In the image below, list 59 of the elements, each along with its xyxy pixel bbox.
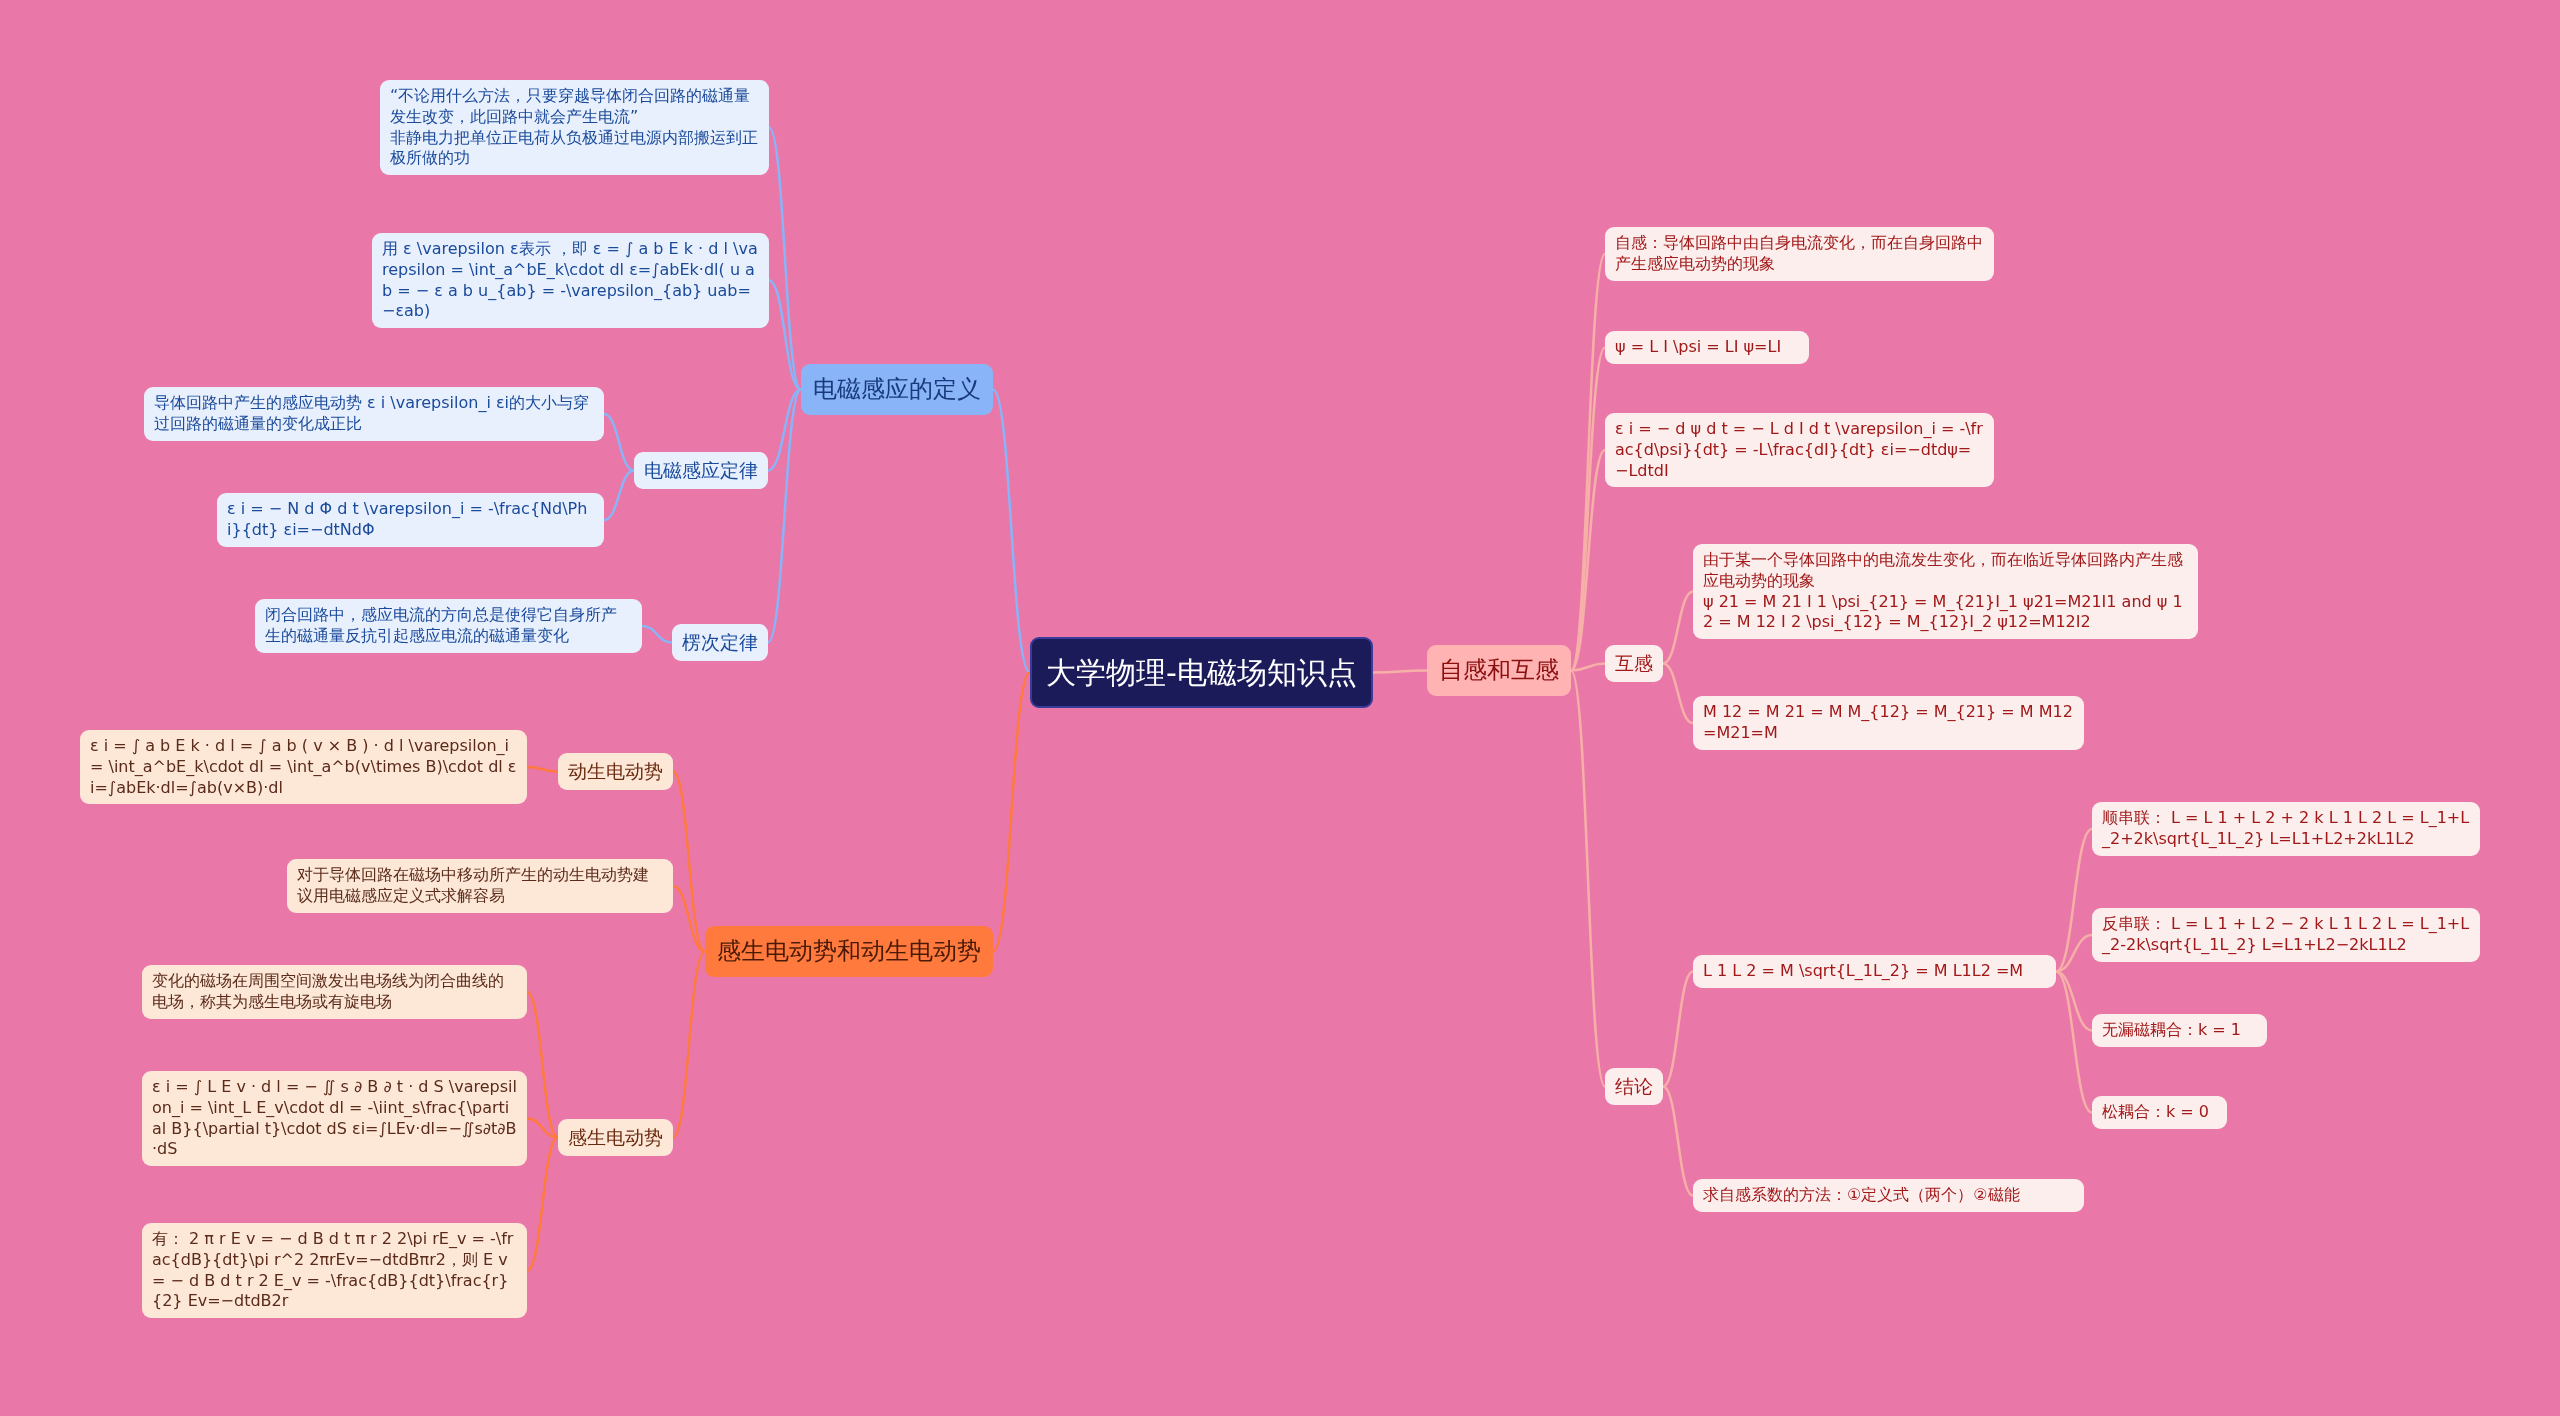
connector-line [603, 469, 635, 522]
note-box: ε i = ∫ a b E k · d l = ∫ a b ( v × B ) · d l \varepsilon_i = \int_a^bE_k\cdot dl = \int_a^b(v\times B)\cdot dl εi=∫abEk·dl=∫ab(v×B)·dl [80, 730, 527, 805]
note-box: ψ = L I \psi = LI ψ=LI [1605, 331, 1809, 364]
connector-line [526, 1117, 559, 1139]
connector-line [992, 671, 1031, 953]
connector-line [672, 770, 706, 953]
connector-line [1662, 1085, 1694, 1197]
branch-topic-box: 感生电动势和动生电动势 [705, 926, 993, 978]
subtopic-box: 电磁感应定律 [634, 452, 768, 489]
connector-line [768, 279, 802, 391]
subtopic-box: 互感 [1605, 645, 1663, 682]
note-box [380, 80, 769, 176]
connector-line [641, 624, 673, 644]
connector-line [526, 991, 559, 1139]
subtopic-box: 感生电动势 [558, 1119, 673, 1156]
note-box: 闭合回路中，感应电流的方向总是使得它自身所产生的磁通量反抗引起感应电流的磁通量变化 [255, 599, 642, 653]
connector-line [526, 765, 559, 773]
connector-line [1662, 590, 1694, 665]
branch-topic-box: 电磁感应的定义 [801, 364, 993, 416]
central-topic-box: 大学物理-电磁场知识点 [1030, 637, 1373, 708]
connector-line [768, 126, 802, 391]
subtopic-box: 结论 [1605, 1068, 1663, 1105]
connector-line [992, 388, 1031, 674]
note-box: 导体回路中产生的感应电动势 ε i \varepsilon_i εi的大小与穿过回路的磁通量的变化成正比 [144, 387, 604, 441]
note-box: 求自感系数的方法：①定义式（两个）②磁能 [1693, 1179, 2084, 1212]
branch-topic-box: 自感和互感 [1427, 645, 1571, 697]
connector-line [767, 388, 802, 644]
connector-line [672, 950, 706, 1139]
note-box: ε i = − d ψ d t = − L d I d t \varepsilon_i = -\frac{d\psi}{dt} = -L\frac{dI}{dt} εi=−dtdψ=−LdtdI [1605, 413, 1994, 488]
note-text: ψ 21 = M 21 I 1 \psi_{21} = M_{21}I_1 ψ21=M21I1 and ψ 12 = M 12 I 2 \psi_{12} = M_{12}I_2 ψ12=M12I2 [1703, 591, 2184, 634]
connector-line [603, 412, 635, 472]
note-box: 自感：导体回路中由自身电流变化，而在自身回路中产生感应电动势的现象 [1605, 227, 1994, 281]
connector-line [1569, 669, 1607, 1088]
note-box: 对于导体回路在磁场中移动所产生的动生电动势建议用电磁感应定义式求解容易 [287, 859, 673, 913]
connector-line [672, 884, 706, 953]
note-box: ε i = ∫ L E v · d l = − ∬ s ∂ B ∂ t · d S \varepsilon_i = \int_L E_v\cdot dl = -\iint_s\frac{\partial B}{\partial t}\cdot dS εi=∫LEv·dl=−∬s∂t∂B·dS [142, 1071, 527, 1167]
connector-line [1373, 669, 1427, 674]
note-box: L 1 L 2 = M \sqrt{L_1L_2} = M L1L2 =M [1693, 955, 2056, 988]
note-box [1693, 544, 2198, 640]
connector-line [1662, 970, 1694, 1088]
connector-line [1570, 662, 1606, 672]
note-text: 非静电力把单位正电荷从负极通过电源内部搬运到正极所做的功 [390, 127, 759, 170]
note-box: 变化的磁场在周围空间激发出电场线为闭合曲线的电场，称其为感生电场或有旋电场 [142, 965, 527, 1019]
note-text: “不论用什么方法，只要穿越导体闭合回路的磁通量发生改变，此回路中就会产生电流” [390, 86, 752, 128]
note-box: 松耦合：k = 0 [2092, 1096, 2227, 1129]
note-box: 顺串联： L = L 1 + L 2 + 2 k L 1 L 2 L = L_1+L_2+2k\sqrt{L_1L_2} L=L1+L2+2kL1L2 [2092, 802, 2480, 856]
note-box: 有： 2 π r E v = − d B d t π r 2 2\pi rE_v = -\frac{dB}{dt}\pi r^2 2πrEv=−dtdBπr2，则 E v = − d B d t r 2 E_v = -\frac{dB}{dt}\frac{r}{2} Ev=−dtdB2r [142, 1223, 527, 1319]
note-box: 反串联： L = L 1 + L 2 − 2 k L 1 L 2 L = L_1+L_2-2k\sqrt{L_1L_2} L=L1+L2−2kL1L2 [2092, 908, 2480, 962]
note-box: ε i = − N d Φ d t \varepsilon_i = -\frac{Nd\Phi}{dt} εi=−dtNdΦ [217, 493, 604, 547]
connector-line [2055, 827, 2093, 973]
connector-line [2055, 970, 2093, 1114]
connector-line [526, 1136, 559, 1272]
connector-line [767, 388, 802, 472]
note-box: 用 ε \varepsilon ε表示 ，即 ε = ∫ a b E k · d l \varepsilon = \int_a^bE_k\cdot dl ε=∫abEk·dl( u a b = − ε a b u_{ab} = -\varepsilon_{ab} uab=−εab) [372, 233, 769, 329]
connector-line [1662, 662, 1694, 725]
subtopic-box: 楞次定律 [672, 624, 768, 661]
subtopic-box: 动生电动势 [558, 753, 673, 790]
note-box: 无漏磁耦合：k = 1 [2092, 1014, 2267, 1047]
note-box: M 12 = M 21 = M M_{12} = M_{21} = M M12=M21=M [1693, 696, 2084, 750]
